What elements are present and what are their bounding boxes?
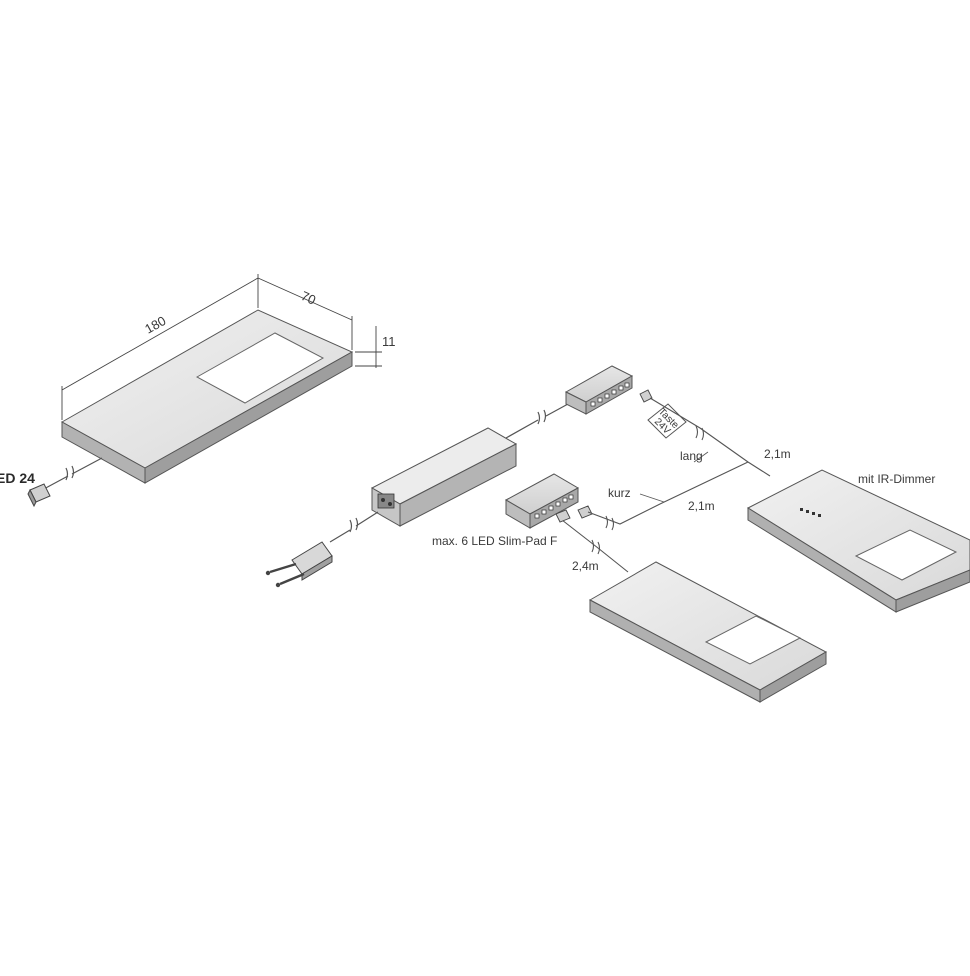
len-bottom-label: 2,4m bbox=[572, 559, 599, 573]
bottom-slim-pad bbox=[588, 561, 828, 703]
left-pad-connector bbox=[27, 483, 51, 508]
max-pads-label: max. 6 LED Slim-Pad F bbox=[432, 534, 557, 548]
switch-connector bbox=[639, 389, 653, 403]
mit-dimmer-label: mit IR-Dimmer bbox=[858, 472, 935, 486]
power-supply bbox=[370, 427, 518, 527]
dim-height-label: 11 bbox=[382, 334, 396, 349]
lang-label: lang bbox=[680, 449, 703, 463]
left-product-label: ED 24 bbox=[0, 470, 35, 486]
left-pad-light-window bbox=[195, 332, 325, 404]
middle-connector bbox=[577, 505, 593, 519]
psu-to-distributor-cable bbox=[505, 403, 569, 439]
left-slim-pad bbox=[60, 309, 354, 484]
distributor-ports bbox=[534, 494, 574, 519]
kurz-leader bbox=[639, 493, 665, 503]
lang-leader bbox=[693, 451, 709, 463]
right-pad-side bbox=[895, 569, 970, 613]
dim-width-label: 70 bbox=[299, 288, 318, 308]
left-pad-cable bbox=[41, 457, 103, 491]
dim-length-label: 180 bbox=[142, 313, 168, 337]
len-lang-label: 2,1m bbox=[764, 447, 791, 461]
len-kurz-label: 2,1m bbox=[688, 499, 715, 513]
mains-cable bbox=[329, 511, 379, 543]
right-slim-pad bbox=[746, 469, 970, 613]
plug-pin bbox=[279, 572, 305, 586]
dim-width-line bbox=[257, 277, 353, 321]
plug-pin bbox=[269, 562, 297, 574]
bottom-pad-light-window bbox=[704, 615, 802, 665]
distributor-middle bbox=[504, 473, 580, 529]
right-pad-light-window bbox=[854, 529, 958, 581]
dim-length-line bbox=[61, 277, 259, 391]
left-pad-side bbox=[144, 351, 353, 484]
dimension-lines bbox=[61, 274, 382, 420]
ir-sensor-icon bbox=[800, 508, 821, 517]
bottom-pad-side bbox=[759, 651, 827, 703]
power-supply-side bbox=[399, 443, 517, 527]
distributor-top bbox=[564, 365, 634, 415]
bottom-connector bbox=[555, 509, 571, 523]
distributor-ports bbox=[590, 382, 630, 407]
bottom-pad-cable bbox=[561, 519, 629, 573]
right-pad-cables bbox=[587, 397, 771, 531]
kurz-label: kurz bbox=[608, 486, 631, 500]
switch-tag bbox=[647, 403, 687, 439]
mains-plug bbox=[265, 541, 333, 588]
